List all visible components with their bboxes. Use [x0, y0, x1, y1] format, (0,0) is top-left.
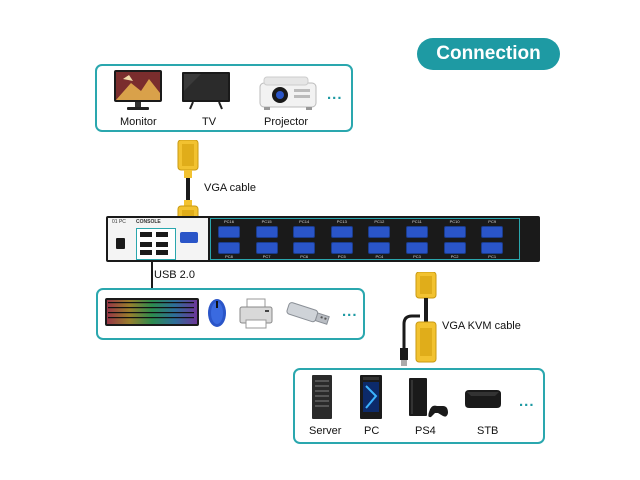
ps4-icon [409, 378, 448, 418]
page-title: Connection [436, 43, 541, 64]
port-label: PC1 [488, 254, 497, 259]
peripherals-more: ... [342, 303, 358, 320]
server-icon [312, 375, 332, 419]
vga-port [406, 226, 428, 238]
monitor-label: Monitor [120, 116, 157, 128]
vga-port [293, 242, 316, 254]
vga-port [443, 242, 466, 254]
stb-icon [465, 390, 501, 408]
printer-icon [239, 298, 273, 329]
power-jack [116, 238, 125, 249]
port-label: PC16 [223, 219, 234, 224]
title-badge: Connection [417, 38, 560, 70]
port-label: PC2 [450, 254, 459, 259]
vga-kvm-cable [400, 272, 437, 366]
mouse-icon [208, 299, 226, 327]
projector-icon [259, 76, 317, 110]
vga-port [255, 226, 278, 238]
port-label: PC14 [299, 219, 310, 224]
stb-label: STB [477, 425, 499, 437]
pc-ports-panel [210, 218, 520, 260]
vga-port [481, 242, 504, 254]
vga-port [218, 242, 240, 254]
port-label: PC3 [413, 254, 421, 259]
vga-port [443, 226, 466, 238]
console-label: CONSOLE [136, 219, 161, 225]
vga-port [406, 242, 428, 254]
port-label: PC15 [261, 219, 272, 224]
vga-kvm-cable-label: VGA KVM cable [442, 320, 521, 332]
usb-drive-icon [286, 302, 330, 325]
keyboard-icon [105, 298, 199, 326]
vga-port [218, 226, 240, 238]
vga-port [368, 242, 391, 254]
projector-label: Projector [264, 116, 309, 128]
usb-port [140, 250, 152, 255]
server-label: Server [309, 425, 342, 437]
vga-port [330, 226, 353, 238]
displays-more: ... [327, 86, 343, 103]
pc-label-source: PC [364, 425, 380, 437]
pc-label: 01 PC [112, 219, 126, 225]
port-label: PC7 [262, 254, 271, 259]
port-label: PC4 [375, 254, 384, 259]
port-label: PC12 [374, 219, 385, 224]
usb-port [156, 250, 168, 255]
tv-icon [182, 72, 230, 110]
usb-port [156, 242, 168, 247]
port-label: PC8 [225, 254, 233, 259]
port-label: PC6 [300, 254, 309, 259]
vga-port [293, 226, 316, 238]
port-label: PC10 [449, 219, 460, 224]
usb-cable-line [151, 262, 153, 288]
vga-port [368, 226, 391, 238]
monitor-icon [114, 70, 162, 110]
vga-port [255, 242, 278, 254]
vga-port [481, 226, 504, 238]
tv-label: TV [202, 116, 217, 128]
pc-tower-icon [360, 375, 382, 419]
port-label: PC9 [488, 219, 497, 224]
sources-more: ... [519, 393, 535, 410]
port-label: PC5 [337, 254, 346, 259]
port-label: PC11 [412, 219, 422, 224]
port-label: PC13 [336, 219, 347, 224]
usb-port [156, 232, 168, 237]
console-vga-port [180, 232, 198, 243]
vga-port [330, 242, 353, 254]
ps4-label: PS4 [415, 425, 436, 437]
usb-port [140, 232, 152, 237]
usb-port [140, 242, 152, 247]
vga-cable-label: VGA cable [204, 182, 256, 194]
usb-label: USB 2.0 [154, 269, 195, 281]
